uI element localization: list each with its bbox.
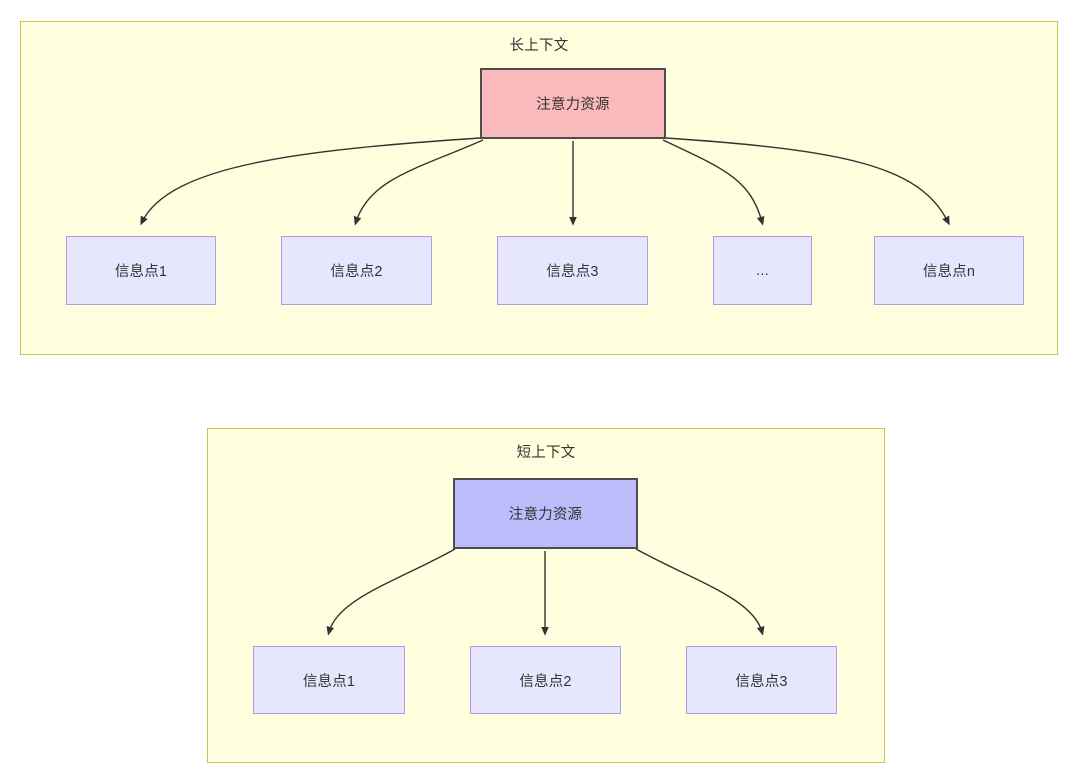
node-label: 注意力资源 <box>508 507 583 523</box>
node-short-context-info-point-1[interactable]: 信息点1 <box>253 646 405 714</box>
node-label: 信息点1 <box>114 264 168 280</box>
node-long-context-info-point-ellipsis[interactable]: ... <box>713 236 812 305</box>
node-short-context-info-point-2[interactable]: 信息点2 <box>470 646 621 714</box>
node-long-context-info-point-2[interactable]: 信息点2 <box>281 236 432 305</box>
node-label: 信息点2 <box>519 673 572 690</box>
panel-short-context-title: 短上下文 <box>516 445 576 461</box>
node-short-context-attention-resource[interactable]: 注意力资源 <box>453 478 638 549</box>
node-label: 信息点3 <box>546 264 599 280</box>
node-label: ... <box>756 262 769 279</box>
node-long-context-attention-resource[interactable]: 注意力资源 <box>480 68 666 139</box>
node-long-context-info-point-n[interactable]: 信息点n <box>874 236 1024 305</box>
node-label: 信息点2 <box>330 264 383 280</box>
node-long-context-info-point-3[interactable]: 信息点3 <box>497 236 648 305</box>
node-label: 信息点3 <box>735 673 788 690</box>
node-label: 信息点n <box>922 264 976 280</box>
node-label: 信息点1 <box>302 673 356 690</box>
panel-long-context-title: 长上下文 <box>509 38 569 54</box>
node-label: 注意力资源 <box>536 97 610 113</box>
node-short-context-info-point-3[interactable]: 信息点3 <box>686 646 837 714</box>
node-long-context-info-point-1[interactable]: 信息点1 <box>66 236 216 305</box>
